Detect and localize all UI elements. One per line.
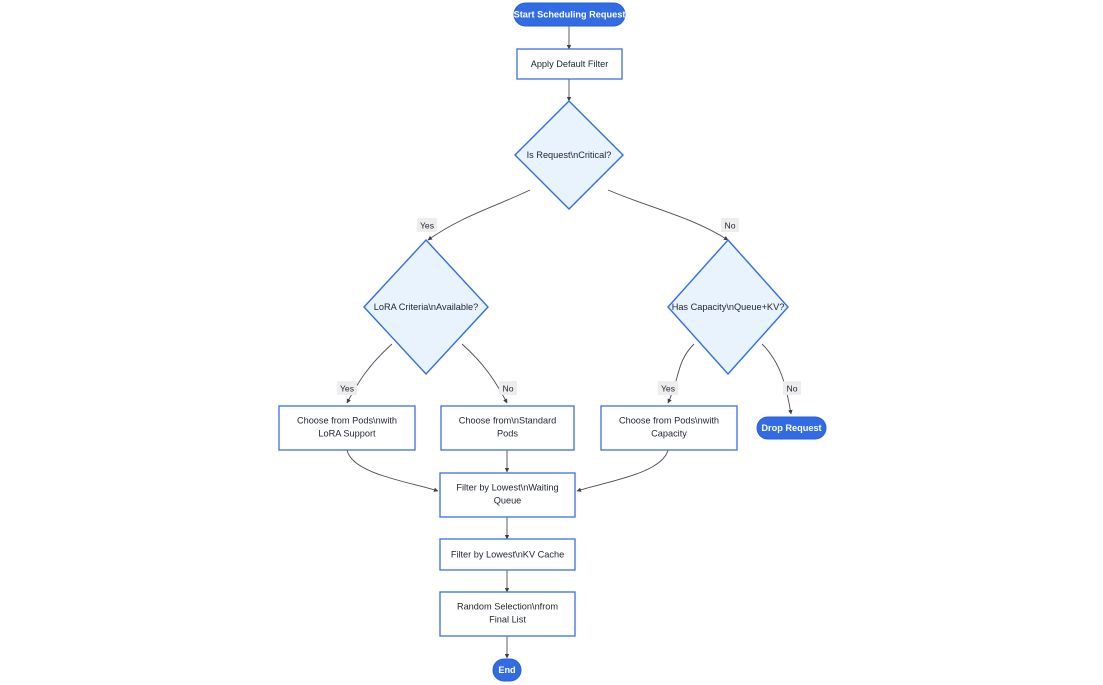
node-random-selection-shape[interactable] xyxy=(439,591,576,637)
node-filter-waiting-queue-shape[interactable] xyxy=(439,472,576,518)
node-drop-request-label: Drop Request xyxy=(761,423,821,433)
node-choose-standard-pods-label-line1: Choose from\nStandard xyxy=(459,415,557,425)
node-random-selection[interactable]: Random Selection\nfrom Final List xyxy=(439,591,576,637)
edge-critical-to-capacity xyxy=(607,189,729,241)
edge-label-capacity-no-text: No xyxy=(787,383,798,393)
node-choose-lora-pods-label-line1: Choose from Pods\nwith xyxy=(297,415,397,425)
edge-label-critical-no-text: No xyxy=(725,220,736,230)
node-drop-request-shape[interactable] xyxy=(756,416,827,440)
edge-label-critical-yes: Yes xyxy=(417,218,437,232)
edge-lorapods-to-queue xyxy=(346,449,439,492)
edge-label-lora-no: No xyxy=(499,381,517,395)
node-choose-capacity-pods[interactable]: Choose from Pods\nwith Capacity xyxy=(600,405,738,451)
node-end-label: End xyxy=(498,665,515,675)
edge-capacity-to-drop xyxy=(761,343,793,415)
node-lora-criteria-available[interactable]: LoRA Criteria\nAvailable? xyxy=(363,238,489,376)
edge-lora-to-standardpods xyxy=(461,343,508,404)
edge-label-lora-no-text: No xyxy=(503,383,514,393)
node-choose-standard-pods-shape[interactable] xyxy=(440,405,575,451)
node-filter-kv-cache-label: Filter by Lowest\nKV Cache xyxy=(451,549,564,559)
edge-capacitypods-to-queue xyxy=(576,449,669,492)
edge-label-lora-yes: Yes xyxy=(337,381,357,395)
node-choose-capacity-pods-label-line2: Capacity xyxy=(651,428,687,438)
node-filter-waiting-queue[interactable]: Filter by Lowest\nWaiting Queue xyxy=(439,472,576,518)
node-lora-criteria-available-shape[interactable] xyxy=(363,238,489,376)
node-has-capacity-label: Has Capacity\nQueue+KV? xyxy=(672,302,785,312)
edge-label-capacity-no: No xyxy=(783,381,801,395)
node-apply-default-filter-shape[interactable] xyxy=(516,48,623,80)
edge-label-capacity-yes-text: Yes xyxy=(661,383,675,393)
node-lora-criteria-available-label: LoRA Criteria\nAvailable? xyxy=(374,302,479,312)
node-drop-request[interactable]: Drop Request xyxy=(756,416,827,440)
node-is-request-critical-label: Is Request\nCritical? xyxy=(527,150,612,160)
node-choose-standard-pods-label-line2: Pods xyxy=(497,428,518,438)
node-choose-capacity-pods-label-line1: Choose from Pods\nwith xyxy=(619,415,719,425)
node-start-shape[interactable] xyxy=(513,2,626,27)
node-has-capacity[interactable]: Has Capacity\nQueue+KV? xyxy=(667,238,789,376)
node-end-shape[interactable] xyxy=(492,658,522,682)
nodes-layer: Start Scheduling Request Apply Default F… xyxy=(278,2,827,682)
node-filter-kv-cache-shape[interactable] xyxy=(439,538,576,571)
node-choose-lora-pods-shape[interactable] xyxy=(278,405,416,451)
edge-label-critical-no: No xyxy=(721,218,739,232)
edge-label-lora-yes-text: Yes xyxy=(340,383,354,393)
node-apply-default-filter-label: Apply Default Filter xyxy=(531,59,609,69)
node-start[interactable]: Start Scheduling Request xyxy=(513,2,626,27)
edge-labels-layer: Yes No Yes No Yes No xyxy=(337,218,801,395)
node-filter-waiting-queue-label-line2: Queue xyxy=(494,495,522,505)
edge-label-critical-yes-text: Yes xyxy=(420,220,434,230)
edge-capacity-to-capacitypods xyxy=(667,343,695,404)
node-end[interactable]: End xyxy=(492,658,522,682)
node-choose-lora-pods-label-line2: LoRA Support xyxy=(318,428,376,438)
node-is-request-critical-shape[interactable] xyxy=(514,100,624,210)
edges-layer xyxy=(346,26,793,659)
node-is-request-critical[interactable]: Is Request\nCritical? xyxy=(514,100,624,210)
node-apply-default-filter[interactable]: Apply Default Filter xyxy=(516,48,623,80)
node-choose-lora-pods[interactable]: Choose from Pods\nwith LoRA Support xyxy=(278,405,416,451)
node-has-capacity-shape[interactable] xyxy=(667,238,789,376)
edge-lora-to-lorapods xyxy=(346,343,393,404)
node-random-selection-label-line1: Random Selection\nfrom xyxy=(457,601,558,611)
edge-label-capacity-yes: Yes xyxy=(658,381,678,395)
node-filter-kv-cache[interactable]: Filter by Lowest\nKV Cache xyxy=(439,538,576,571)
node-filter-waiting-queue-label-line1: Filter by Lowest\nWaiting xyxy=(456,482,558,492)
node-start-label: Start Scheduling Request xyxy=(514,10,626,20)
edge-critical-to-lora xyxy=(427,189,531,241)
node-random-selection-label-line2: Final List xyxy=(489,614,526,624)
node-choose-standard-pods[interactable]: Choose from\nStandard Pods xyxy=(440,405,575,451)
node-choose-capacity-pods-shape[interactable] xyxy=(600,405,738,451)
